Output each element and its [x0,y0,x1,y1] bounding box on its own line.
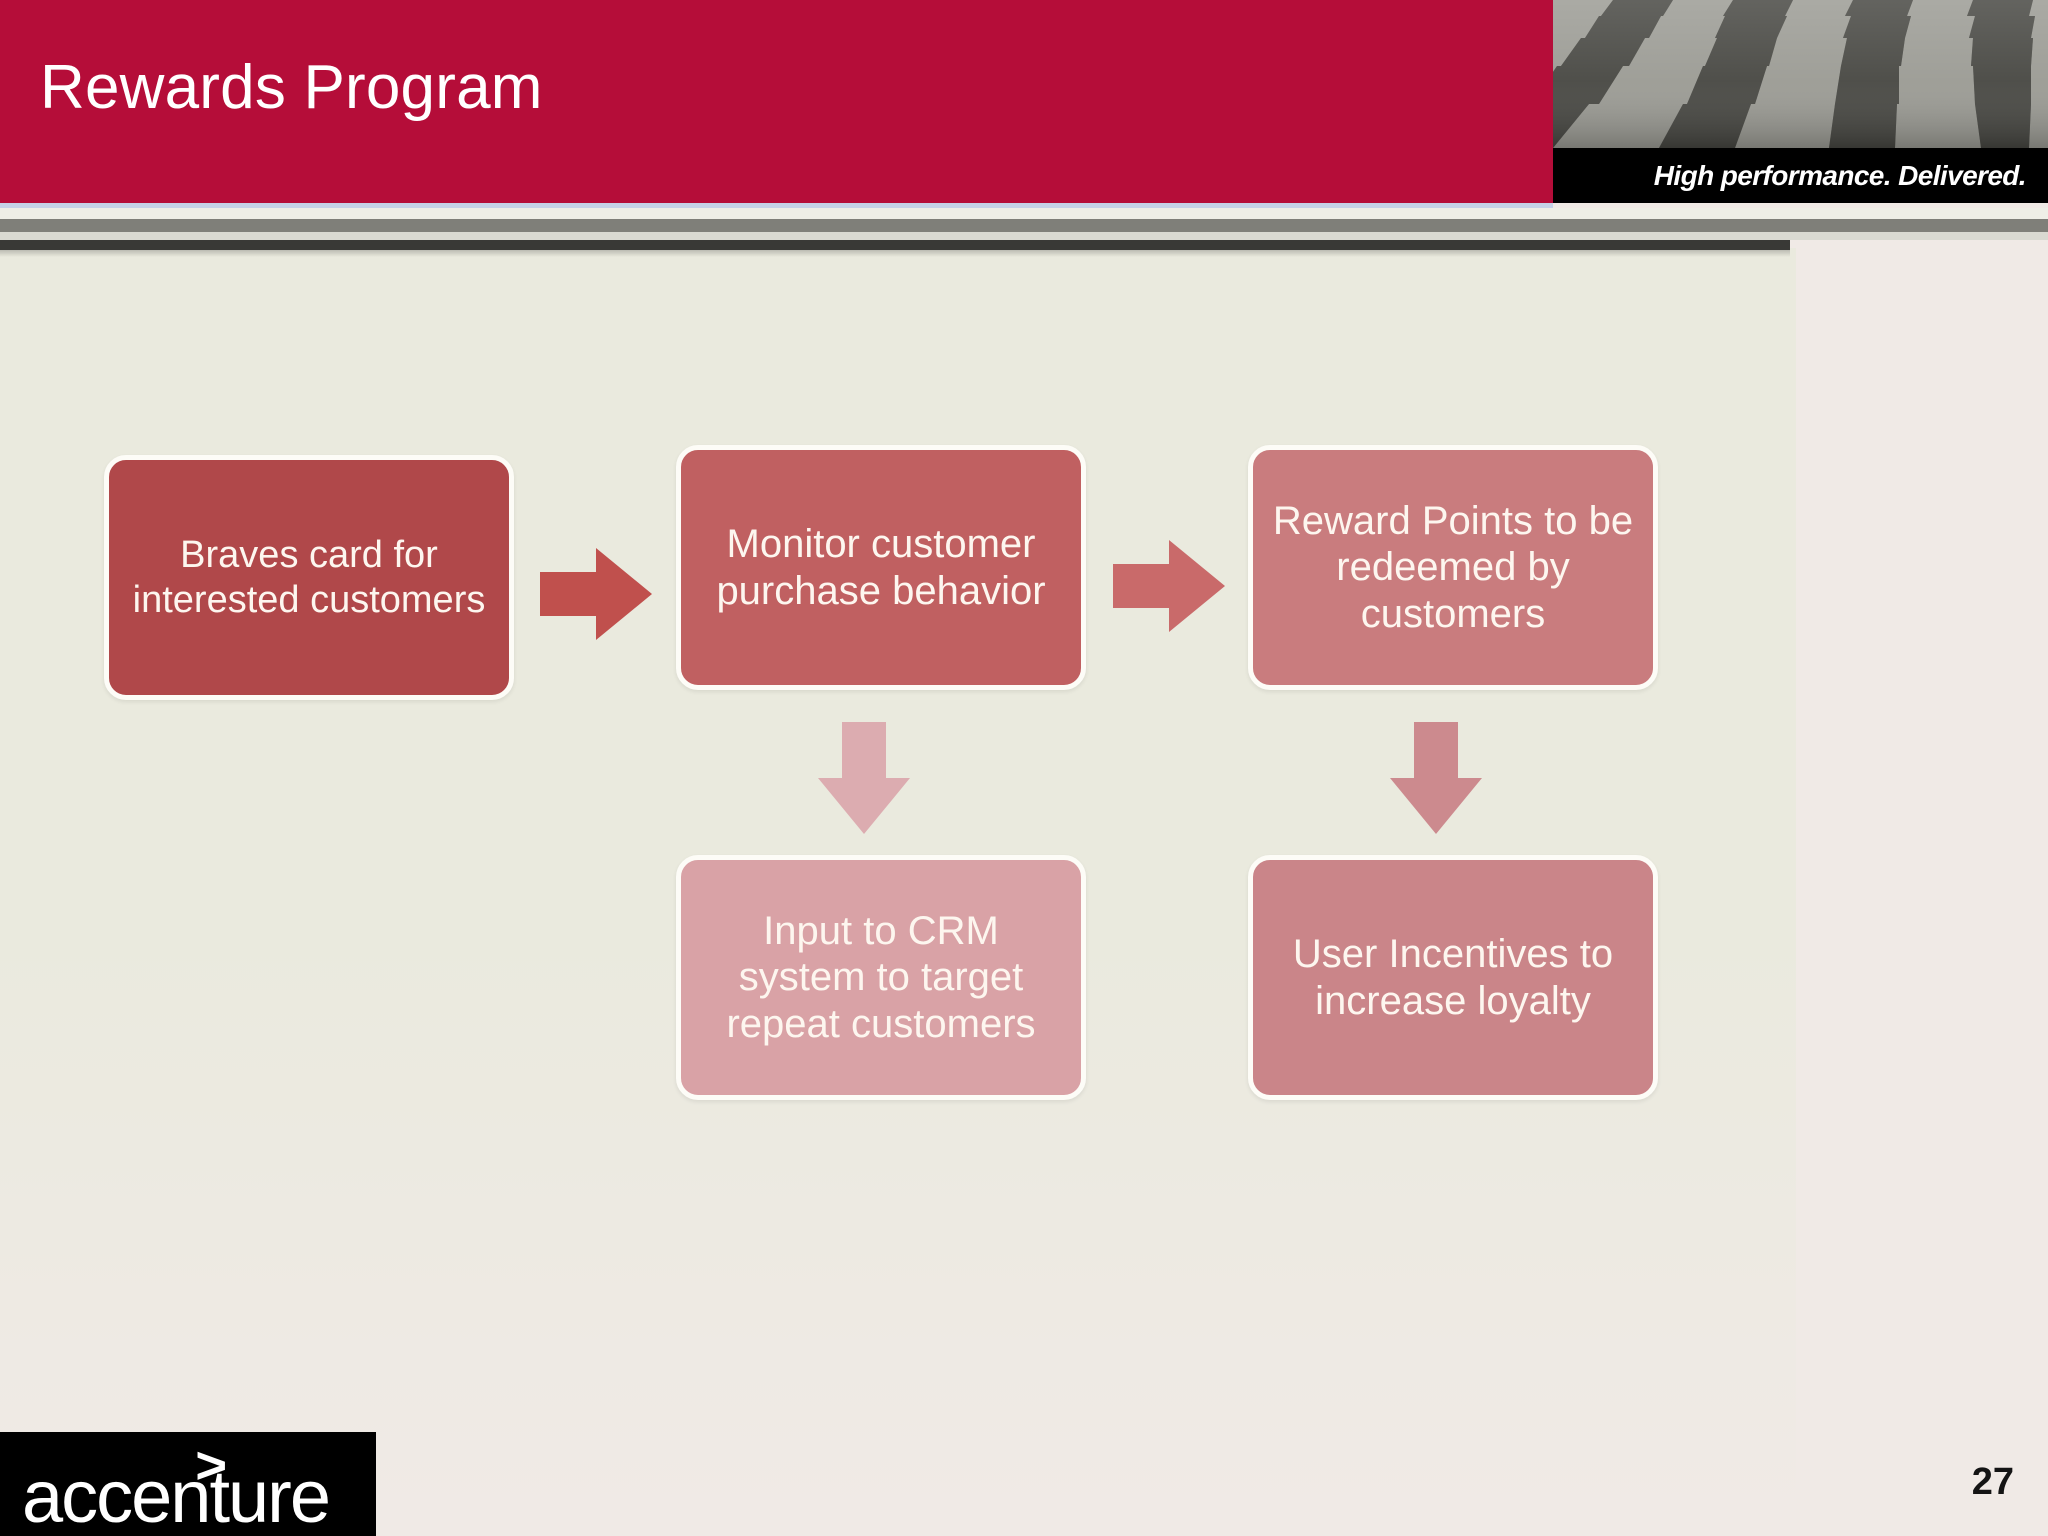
arrow-down-icon [818,722,910,834]
page-title: Rewards Program [40,53,543,122]
flow-node-label: User Incentives to increase loyalty [1292,932,1614,1023]
divider-light-gray [0,232,2048,240]
brand-tagline: High performance. Delivered. [1653,159,2027,191]
accenture-logo: accenture > [0,1432,376,1536]
flow-node-monitor-behavior[interactable]: Monitor customer purchase behavior [676,445,1086,690]
divider-dark [0,240,1790,250]
flow-node-label: Braves card for interested customers [132,534,486,621]
tagline-bar: High performance. Delivered. [1553,148,2048,203]
divider-cream [0,208,2048,219]
page-number: 27 [1971,1461,2014,1503]
arrow-right-icon [540,548,652,640]
accenture-wordmark: accenture [22,1455,331,1536]
header-band [0,0,1553,203]
flow-node-user-incentives[interactable]: User Incentives to increase loyalty [1248,855,1658,1100]
arrow-down-icon [1390,722,1482,834]
accenture-caret-icon: > [195,1437,228,1495]
divider-accent-blue [0,203,1553,208]
arrow-right-icon [1113,540,1225,632]
flow-node-braves-card[interactable]: Braves card for interested customers [104,455,514,700]
flow-node-crm-input[interactable]: Input to CRM system to target repeat cus… [676,855,1086,1100]
divider-shadow [0,250,1790,257]
checkered-field-photo [1553,0,2048,148]
flow-node-label: Reward Points to be redeemed by customer… [1272,498,1634,636]
flow-node-label: Input to CRM system to target repeat cus… [726,908,1036,1046]
flow-node-label: Monitor customer purchase behavior [716,522,1046,613]
flow-node-reward-points[interactable]: Reward Points to be redeemed by customer… [1248,445,1658,690]
divider-gray [0,219,2048,232]
